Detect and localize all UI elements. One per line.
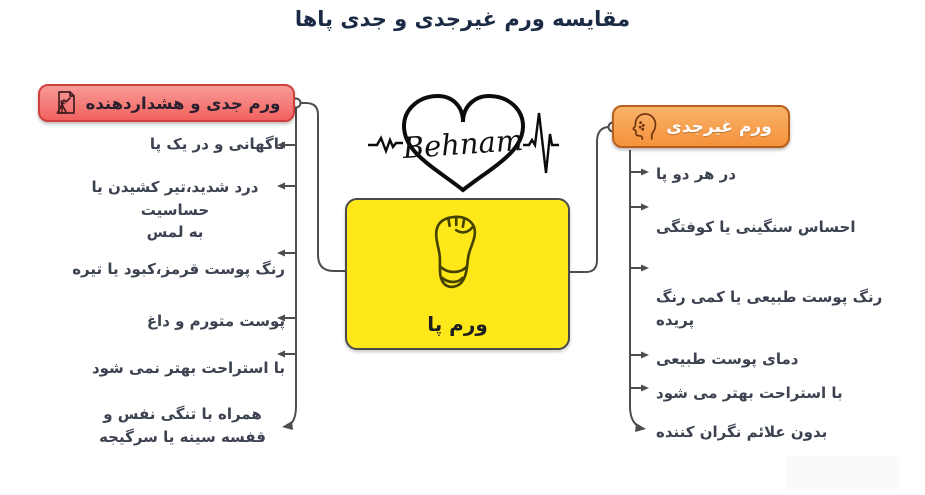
center-node-label: ورم پا (427, 312, 488, 336)
serious-item-4: پوست متورم و داغ (146, 312, 285, 330)
mild-branch-box: ورم غیرجدی (612, 105, 790, 148)
watermark-area (785, 456, 900, 490)
heart-ekg-logo: Behnam (368, 93, 559, 193)
serious-item-2: درد شدید،تیر کشیدن یا حساسیت به لمس (91, 178, 259, 241)
serious-item-1: ناگهانی و در یک پا (149, 135, 285, 153)
wire-serious-to-node (300, 102, 345, 272)
serious-item-6: همراه با تنگی نفس و قفسه سینه یا سرگیجه (99, 405, 266, 446)
mild-item-2: احساس سنگینی یا کوفتگی (656, 218, 856, 236)
mild-item-6: بدون علائم نگران کننده (656, 423, 828, 441)
wire-mild-spine (629, 150, 639, 427)
serious-item-5: با استراحت بهتر نمی شود (91, 359, 285, 377)
serious-branch-label: ورم جدی و هشداردهنده (85, 93, 281, 113)
mild-branch-label: ورم غیرجدی (666, 116, 772, 137)
serious-branch-box: ورم جدی و هشداردهنده (38, 84, 295, 122)
wire-serious-spine (288, 104, 297, 426)
heart-outline-icon (401, 93, 526, 193)
ekg-line-left (368, 135, 403, 155)
ekg-line-right (523, 112, 559, 174)
foot-icon (427, 212, 489, 302)
mild-item-1: در هر دو پا (656, 165, 737, 183)
mild-item-5: با استراحت بهتر می شود (656, 384, 843, 402)
brand-name: Behnam (401, 123, 525, 165)
arrowhead (635, 423, 646, 432)
report-warning-icon (53, 90, 79, 116)
mild-item-4: دمای پوست طبیعی (656, 350, 799, 368)
center-node: ورم پا (345, 198, 570, 350)
serious-item-3: رنگ پوست قرمز،کبود یا تیره (72, 260, 285, 278)
head-profile-icon (630, 111, 659, 142)
page-title: مقایسه ورم غیرجدی و جدی پاها (294, 7, 631, 31)
mild-item-3: رنگ پوست طبیعی یا کمی رنگ پریده (656, 288, 883, 329)
wire-mild-to-node (570, 126, 612, 273)
